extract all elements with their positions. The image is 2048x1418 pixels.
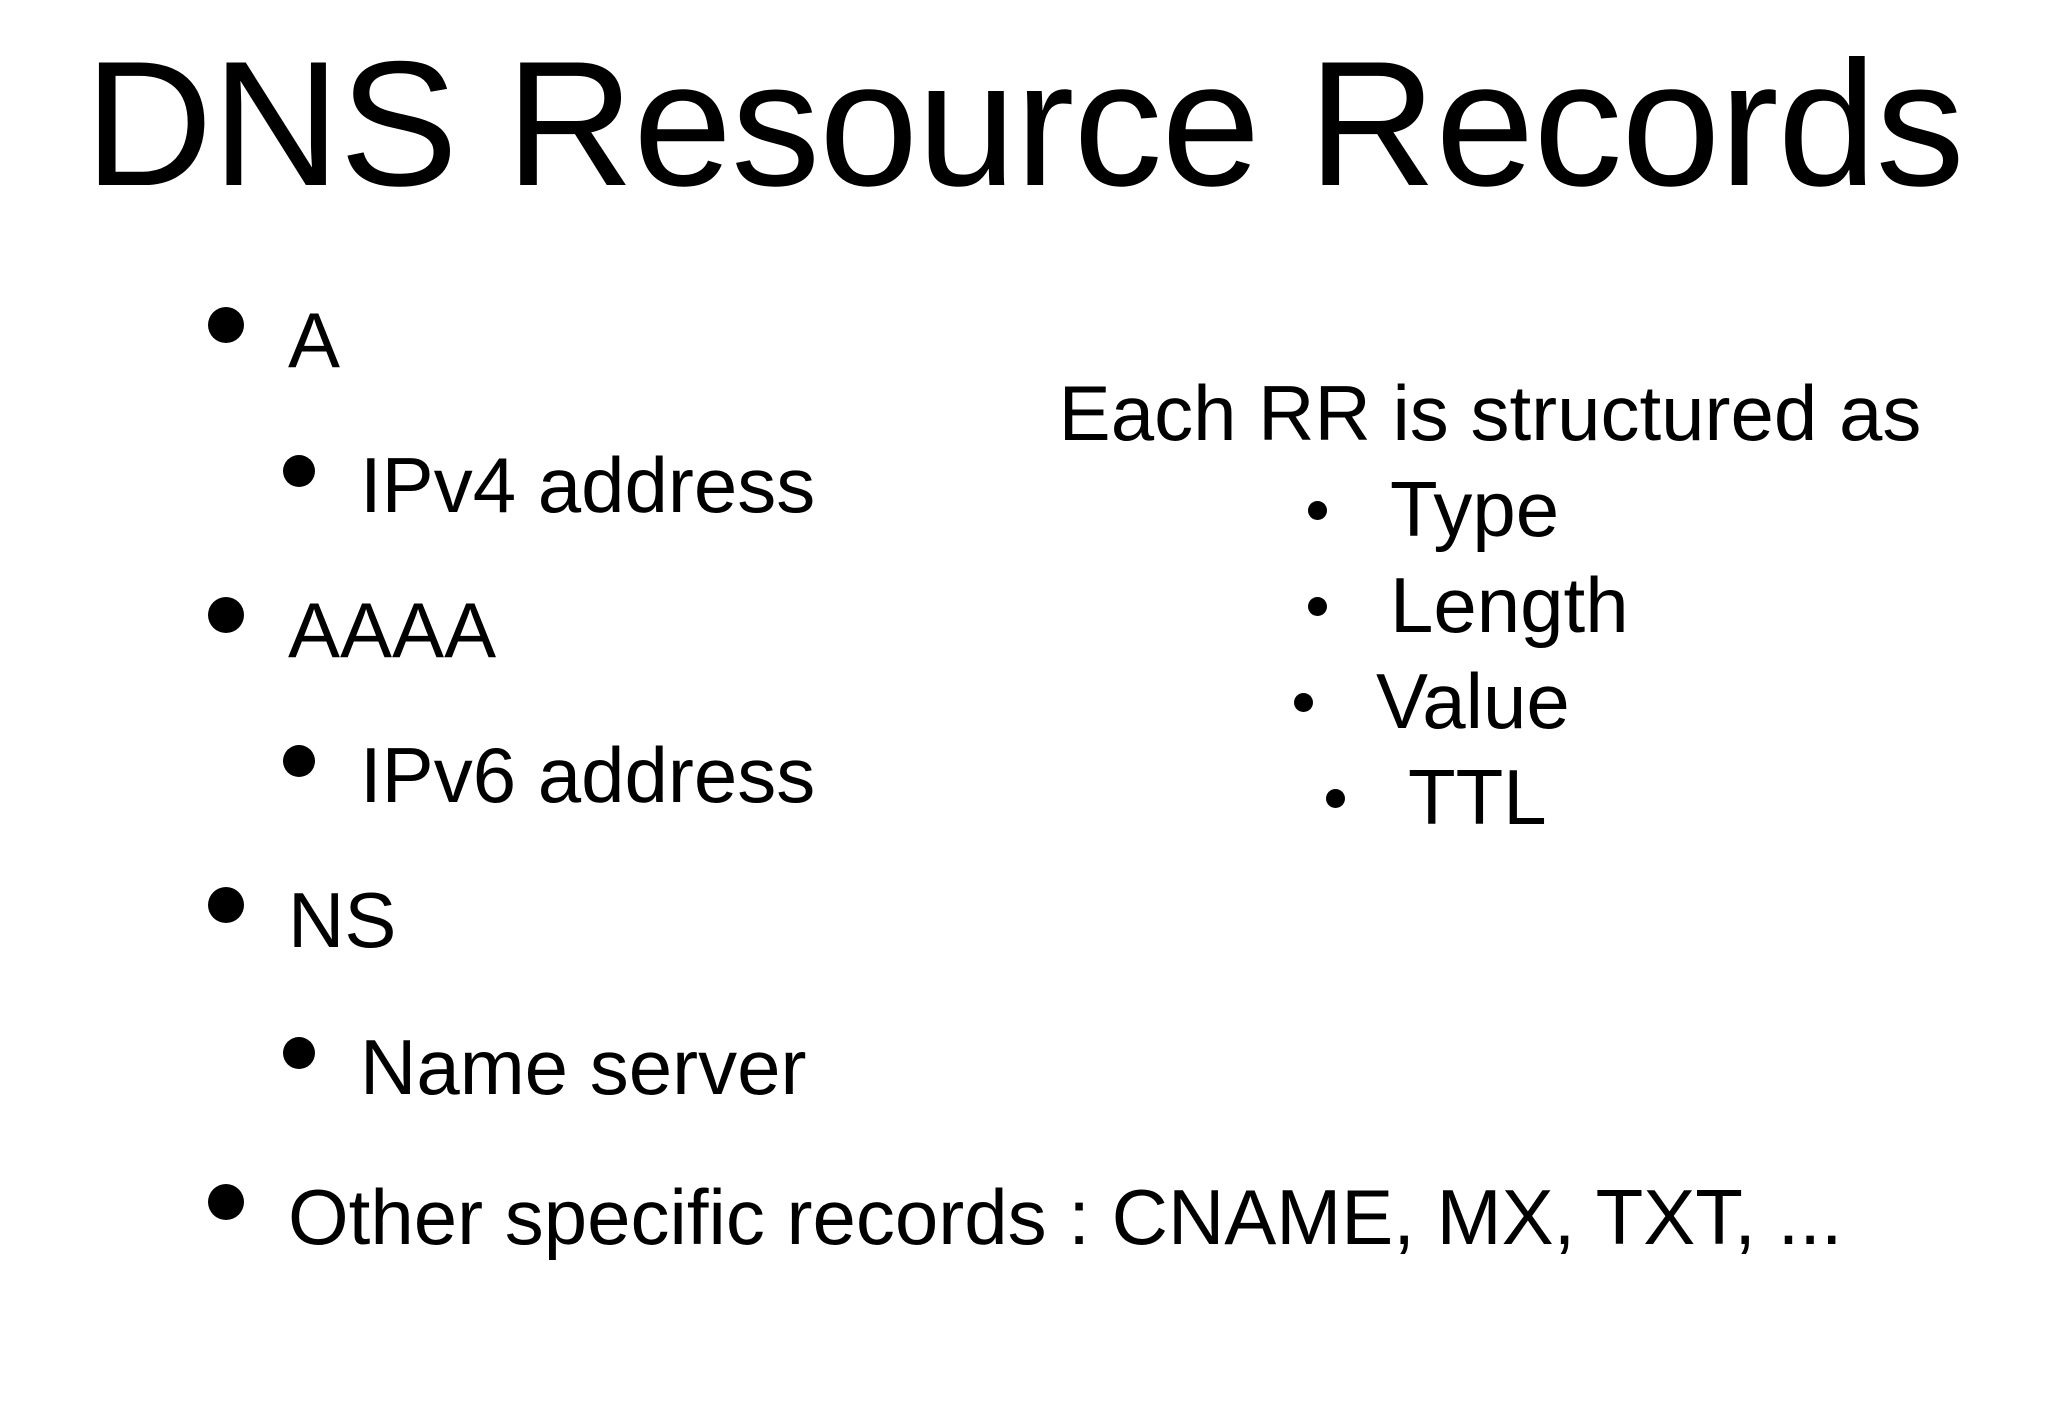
list-item-label: Other specific records : CNAME, MX, TXT,… — [288, 1173, 1843, 1261]
bullet-dot — [283, 1037, 315, 1069]
rr-field-ttl: TTL — [1326, 749, 1547, 845]
bullet-dot — [283, 745, 315, 777]
list-item-label: A — [288, 296, 341, 384]
list-item-label: IPv6 address — [360, 731, 816, 819]
list-item-label: NS — [288, 876, 397, 964]
bullet-dot — [1308, 501, 1327, 520]
bullet-dot — [1294, 693, 1313, 712]
bullet-dot — [283, 455, 315, 487]
rr-field-label: Value — [1376, 657, 1570, 745]
list-item-label: Name server — [360, 1023, 807, 1111]
rr-structure-panel: Each RR is structured as Type Length Val… — [1000, 365, 1980, 885]
bullet-dot — [208, 597, 244, 633]
rr-structure-heading: Each RR is structured as — [1058, 369, 1922, 457]
bullet-dot — [208, 307, 244, 343]
bullet-dot — [1308, 597, 1327, 616]
list-item-label: IPv4 address — [360, 441, 816, 529]
rr-field-length: Length — [1308, 557, 1629, 653]
rr-field-type: Type — [1308, 461, 1560, 557]
slide-title: DNS Resource Records — [84, 24, 1964, 223]
rr-field-label: Type — [1390, 465, 1560, 553]
bullet-dot — [1326, 789, 1345, 808]
bullet-dot — [208, 1184, 244, 1220]
rr-field-value: Value — [1294, 653, 1570, 749]
rr-field-label: TTL — [1408, 753, 1547, 841]
list-item-label: AAAA — [288, 586, 497, 674]
bullet-dot — [208, 887, 244, 923]
rr-field-label: Length — [1390, 561, 1629, 649]
